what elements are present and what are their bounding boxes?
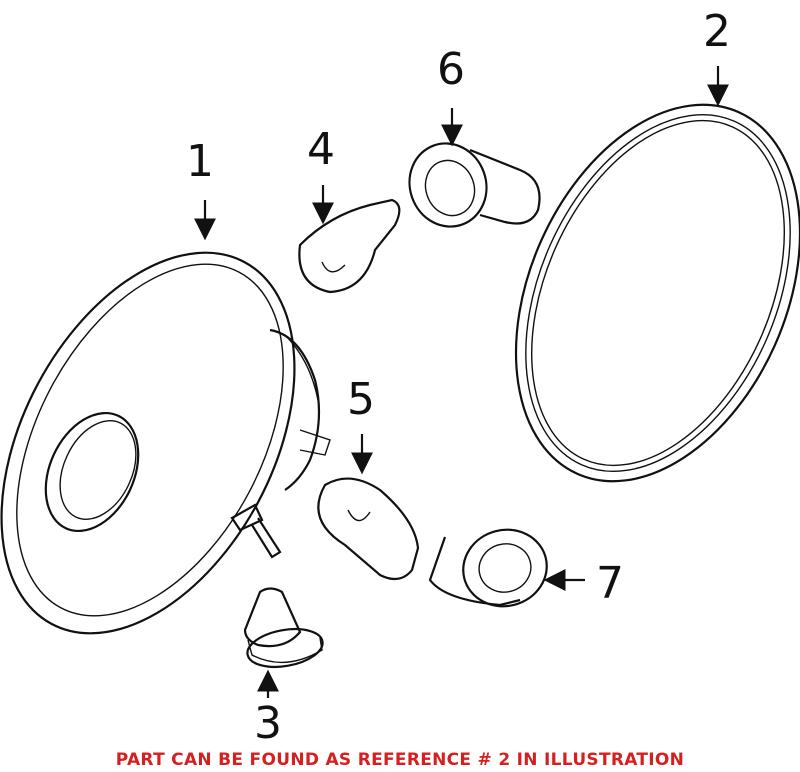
callout-2: 2 [703, 6, 731, 57]
bulb-upper [298, 198, 401, 294]
adjuster-screw [230, 503, 282, 559]
callout-arrows [194, 66, 729, 698]
bulb-lower [317, 477, 420, 581]
trim-ring [514, 103, 800, 483]
callout-3: 3 [254, 698, 282, 749]
callout-1: 1 [186, 136, 214, 187]
callout-6: 6 [437, 44, 465, 95]
reference-note: PART CAN BE FOUND AS REFERENCE # 2 IN IL… [115, 750, 685, 770]
callout-5: 5 [347, 374, 375, 425]
adjuster-knob [243, 587, 324, 669]
headlamp-assembly [0, 251, 331, 635]
callout-4: 4 [307, 124, 335, 175]
socket-upper [408, 142, 541, 228]
callout-7: 7 [596, 558, 624, 609]
socket-lower [428, 528, 548, 608]
